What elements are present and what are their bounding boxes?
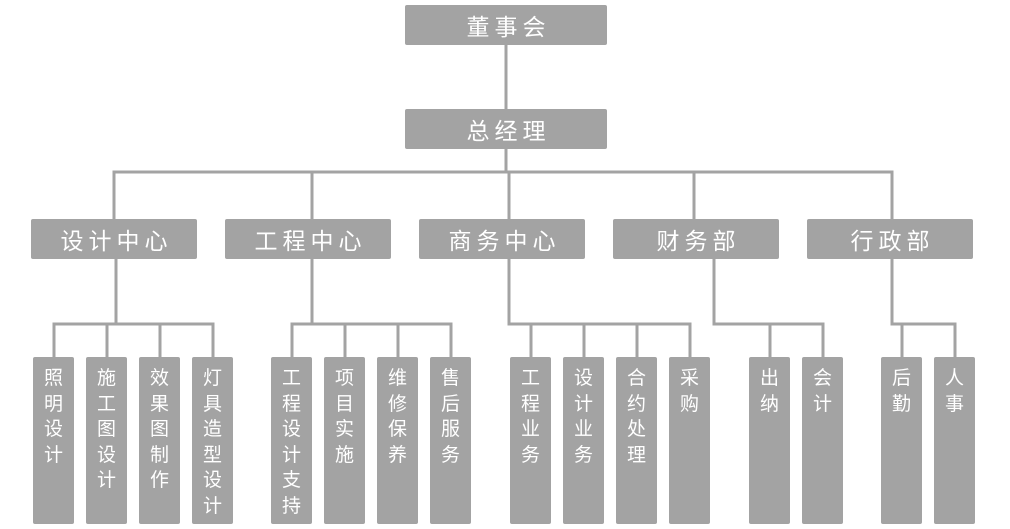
node-unit: 维修保养 — [377, 357, 418, 524]
node-general-manager-label: 总经理 — [466, 119, 551, 145]
node-unit: 工程业务 — [510, 357, 551, 524]
node-board: 董事会 — [405, 5, 607, 45]
dept-label: 设计中心 — [60, 229, 173, 255]
node-unit: 施工图设计 — [86, 357, 127, 524]
node-unit: 灯具造型设计 — [192, 357, 233, 524]
node-unit: 会计 — [802, 357, 843, 524]
node-unit: 出纳 — [749, 357, 790, 524]
unit-label: 照明设计 — [43, 367, 63, 466]
node-dept: 设计中心 — [31, 219, 197, 259]
node-unit: 后勤 — [881, 357, 922, 524]
node-unit: 项目实施 — [324, 357, 365, 524]
node-dept: 财务部 — [613, 219, 779, 259]
node-unit: 售后服务 — [430, 357, 471, 524]
node-board-label: 董事会 — [466, 15, 551, 41]
unit-label: 工程设计支持 — [281, 367, 301, 517]
node-general-manager: 总经理 — [405, 109, 607, 149]
unit-label: 人事 — [944, 367, 964, 415]
node-unit: 合约处理 — [616, 357, 657, 524]
unit-label: 灯具造型设计 — [202, 367, 222, 517]
unit-label: 维修保养 — [387, 367, 407, 466]
unit-label: 工程业务 — [520, 367, 540, 466]
node-unit: 人事 — [934, 357, 975, 524]
unit-label: 后勤 — [891, 367, 911, 415]
dept-label: 行政部 — [850, 229, 935, 255]
unit-label: 效果图制作 — [149, 367, 169, 491]
node-unit: 采购 — [669, 357, 710, 524]
node-unit: 效果图制作 — [139, 357, 180, 524]
unit-label: 项目实施 — [334, 367, 354, 466]
dept-label: 商务中心 — [448, 229, 561, 255]
unit-label: 合约处理 — [626, 367, 646, 466]
node-dept: 商务中心 — [419, 219, 585, 259]
unit-label: 出纳 — [759, 367, 779, 415]
dept-label: 财务部 — [656, 229, 741, 255]
unit-label: 会计 — [812, 367, 832, 415]
node-dept: 工程中心 — [225, 219, 391, 259]
node-unit: 工程设计支持 — [271, 357, 312, 524]
node-unit: 设计业务 — [563, 357, 604, 524]
unit-label: 施工图设计 — [96, 367, 116, 491]
unit-label: 采购 — [679, 367, 699, 415]
dept-label: 工程中心 — [254, 229, 367, 255]
node-unit: 照明设计 — [33, 357, 74, 524]
unit-label: 售后服务 — [440, 367, 460, 466]
node-dept: 行政部 — [807, 219, 973, 259]
unit-label: 设计业务 — [573, 367, 593, 466]
